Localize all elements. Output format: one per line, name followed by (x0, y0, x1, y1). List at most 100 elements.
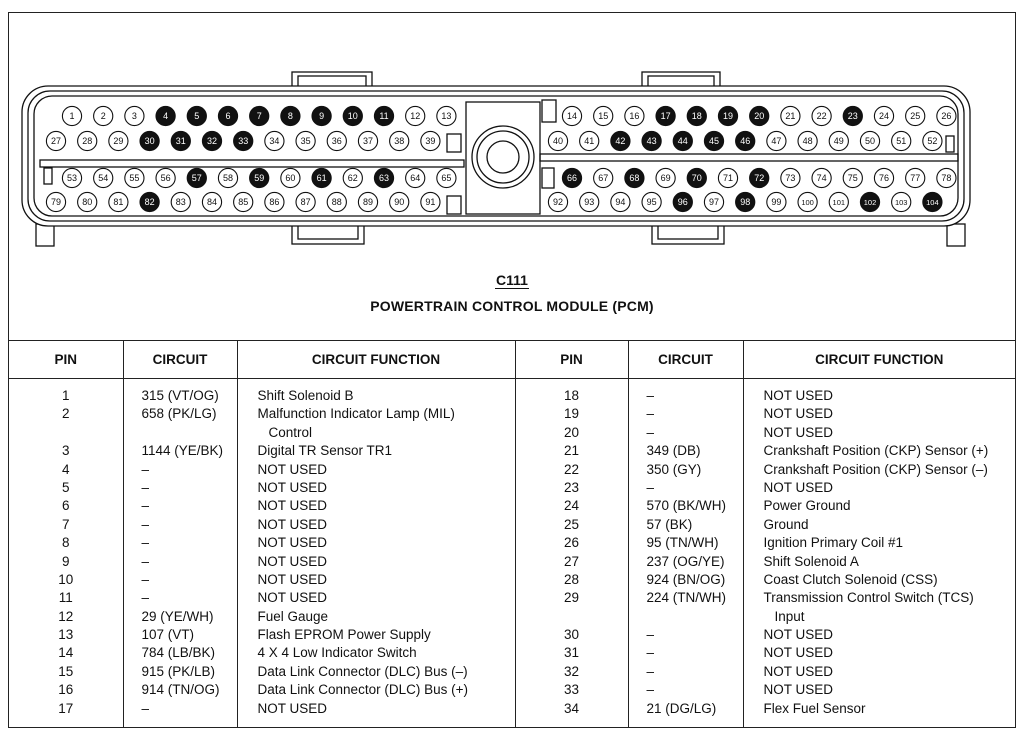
pin-circle (842, 105, 863, 127)
pin-label: 77 (910, 173, 920, 183)
pin-20: 20 (749, 105, 770, 127)
table-cell: 20 (563, 424, 580, 440)
table-cell: Input (774, 608, 805, 624)
table-cell: 7 (61, 516, 70, 532)
pin-87: 87 (295, 191, 316, 213)
pin-circle (311, 105, 332, 127)
pin-40: 40 (547, 130, 569, 152)
pin-label: 53 (67, 173, 77, 183)
pin-13: 13 (436, 105, 457, 127)
table-cell: Data Link Connector (DLC) Bus (+) (257, 682, 468, 698)
pin-86: 86 (264, 191, 285, 213)
pin-label: 104 (926, 198, 939, 207)
connector-title: POWERTRAIN CONTROL MODULE (PCM) (370, 298, 654, 314)
pin-label: 86 (269, 197, 279, 207)
pin-97: 97 (703, 191, 725, 213)
pin-circle (780, 105, 801, 127)
pin-42: 42 (610, 130, 631, 152)
table-cell: – (141, 590, 150, 606)
table-cell: NOT USED (763, 479, 834, 495)
table-cell: 33 (563, 682, 580, 698)
table-cell: 29 (563, 590, 580, 606)
pin-circle (766, 191, 787, 213)
connector-id-text: C111 (495, 272, 529, 289)
pin-80: 80 (77, 191, 98, 213)
pin-46: 46 (735, 130, 756, 152)
pin-label: 5 (194, 111, 199, 121)
table-cell: Control (268, 424, 313, 440)
pin-5: 5 (186, 105, 207, 127)
pin-label: 42 (615, 136, 625, 146)
pin-label: 20 (754, 111, 764, 121)
pin-circle (155, 167, 176, 189)
pin-21: 21 (780, 105, 801, 127)
pin-label: 76 (879, 173, 889, 183)
pin-39: 39 (420, 130, 441, 152)
pin-90: 90 (389, 191, 410, 213)
table-cell: – (646, 627, 655, 643)
pin-25: 25 (905, 105, 926, 127)
pin-circle (593, 167, 614, 189)
pin-47: 47 (766, 130, 787, 152)
pin-label: 91 (425, 197, 435, 207)
pin-circle (420, 130, 441, 152)
pin-label: 85 (238, 197, 248, 207)
pin-54: 54 (93, 167, 114, 189)
pin-circle (249, 167, 270, 189)
table-cell: 5 (61, 479, 70, 495)
table-cell: 3 (61, 443, 70, 459)
table-cell: Ground (763, 516, 809, 532)
pin-circle (655, 105, 676, 127)
pin-82: 82 (139, 191, 160, 213)
table-cell: NOT USED (257, 590, 328, 606)
pin-circle (922, 130, 943, 152)
table-cell: 224 (TN/WH) (646, 590, 727, 606)
table-cell: Coast Clutch Solenoid (CSS) (763, 571, 938, 587)
pin-label: 70 (692, 173, 702, 183)
pin-95: 95 (641, 191, 662, 213)
pin-label: 2 (101, 111, 106, 121)
table-cell: 30 (563, 627, 580, 643)
table-cell (647, 608, 742, 626)
table-cell: 237 (OG/YE) (646, 553, 725, 569)
pin-label: 87 (301, 197, 311, 207)
pin-label: 9 (319, 111, 324, 121)
pin-circle (295, 191, 316, 213)
table-cell: Digital TR Sensor TR1 (257, 443, 393, 459)
pin-circle (547, 191, 569, 213)
pin-label: 71 (723, 173, 733, 183)
pin-circle (891, 130, 912, 152)
pin-102: 102 (859, 191, 881, 213)
pin-circle (373, 105, 395, 127)
pin-circle (357, 191, 379, 213)
pin-circle (610, 130, 631, 152)
pin-label: 84 (207, 197, 217, 207)
table-cell: 1144 (YE/BK) (141, 443, 224, 459)
pin-64: 64 (405, 167, 426, 189)
pin-77: 77 (905, 167, 926, 189)
table-cell: NOT USED (257, 479, 328, 495)
pin-label: 35 (301, 136, 311, 146)
pin-label: 45 (709, 136, 719, 146)
pin-circle (280, 167, 301, 189)
pin-label: 75 (848, 173, 858, 183)
table-cell: 915 (PK/LB) (141, 663, 216, 679)
pin-35: 35 (295, 130, 316, 152)
pin-circle (859, 130, 881, 152)
pin-circle (936, 167, 957, 189)
table-cell: – (141, 700, 150, 716)
pin-label: 24 (879, 111, 889, 121)
pin-circle (61, 105, 83, 127)
pin-label: 60 (285, 173, 295, 183)
table-cell: NOT USED (763, 406, 834, 422)
pin-circle (561, 167, 583, 189)
pin-57: 57 (186, 167, 207, 189)
table-cell: NOT USED (257, 516, 328, 532)
table-cell: 32 (563, 663, 580, 679)
pin-circle (357, 130, 379, 152)
pin-label: 89 (363, 197, 373, 207)
pin-circle (579, 130, 600, 152)
table-cell: 19 (563, 406, 580, 422)
pin-circle (405, 105, 426, 127)
pin-circle (797, 130, 818, 152)
